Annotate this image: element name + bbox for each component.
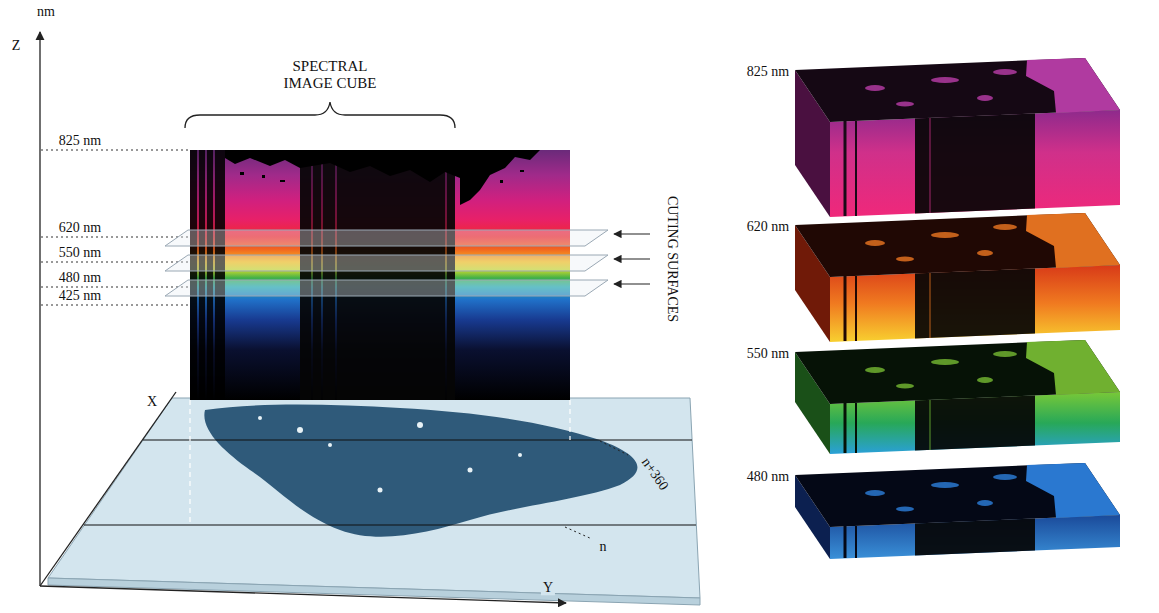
slice-620 — [795, 213, 1120, 342]
wavelength-tick: 550 nm — [57, 245, 103, 260]
wavelength-tick: 425 nm — [57, 288, 103, 303]
wavelength-tick: 480 nm — [57, 270, 103, 285]
callout-label: CUTING SURFACES — [664, 194, 679, 324]
slice-550 — [795, 340, 1120, 454]
wavelength-tick: 620 nm — [57, 220, 103, 235]
slice-480 — [795, 463, 1120, 559]
line-index: n+360 — [637, 453, 672, 495]
axis-name: Y — [541, 580, 555, 595]
bracket-title: SPECTRAL IMAGE CUBE — [273, 58, 387, 91]
axis-unit: nm — [35, 4, 57, 19]
projection-lines — [190, 400, 570, 525]
slice-825 — [795, 58, 1120, 217]
wavelength-leaders — [41, 150, 190, 305]
slice-label: 825 nm — [745, 64, 791, 79]
image-plane — [48, 398, 700, 605]
slice-label: 550 nm — [745, 346, 791, 361]
cube-bracket — [185, 102, 455, 128]
pointer-arrows — [614, 234, 650, 284]
line-index: n — [598, 539, 609, 554]
slice-label: 480 nm — [745, 469, 791, 484]
slice-label: 620 nm — [745, 219, 791, 234]
wavelength-tick: 825 nm — [57, 133, 103, 148]
spectral-cube — [190, 150, 570, 400]
axis-name: Z — [10, 38, 23, 53]
cutting-surfaces — [165, 230, 608, 296]
axis-name: X — [145, 394, 159, 409]
